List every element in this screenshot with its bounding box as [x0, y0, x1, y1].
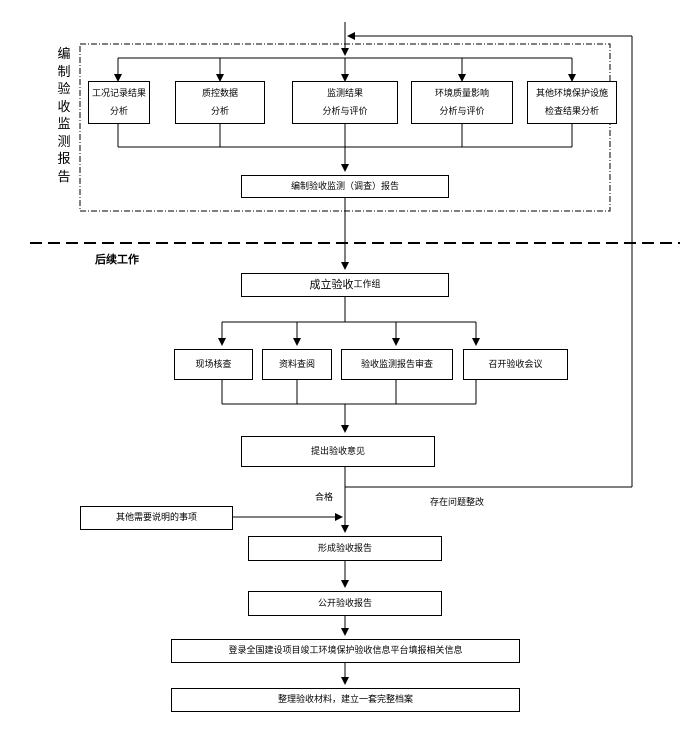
node-form-report: 形成验收报告	[248, 536, 442, 561]
node-line: 整理验收材料，建立一套完整档案	[277, 695, 413, 705]
node-site-inspection: 现场核查	[174, 349, 253, 380]
node-line: 编制验收监测（调查）报告	[290, 181, 399, 192]
node-line: 分析与评价	[322, 106, 368, 117]
side-char: 编	[57, 47, 71, 62]
follow-up-section-title: 后续工作	[95, 253, 139, 266]
node-line: 分析	[109, 106, 128, 117]
node-acceptance-opinion: 提出验收意见	[241, 436, 435, 467]
node-line: 提出验收意见	[310, 446, 365, 457]
label-problem-rectify: 存在问题整改	[430, 498, 485, 508]
side-char: 监	[57, 117, 71, 132]
side-char: 测	[57, 134, 71, 150]
node-line: 工况记录结果	[91, 88, 146, 99]
node-other-facility-analysis: 其他环境保护设施 检查结果分析	[527, 81, 617, 124]
side-char: 收	[57, 99, 71, 115]
node-qc-data-analysis: 质控数据 分析	[175, 81, 265, 124]
node-monitoring-result-analysis: 监测结果 分析与评价	[292, 81, 398, 124]
node-archive: 整理验收材料，建立一套完整档案	[171, 688, 520, 712]
node-line: 检查结果分析	[544, 106, 599, 117]
node-line: 验收监测报告审查	[360, 359, 433, 370]
node-report-review: 验收监测报告审查	[341, 349, 453, 380]
node-line: 公开验收报告	[317, 598, 372, 609]
node-line: 质控数据	[201, 88, 238, 99]
node-register-platform: 登录全国建设项目竣工环境保护验收信息平台填报相关信息	[171, 639, 520, 663]
side-char: 告	[57, 169, 71, 185]
side-char: 制	[57, 64, 71, 80]
side-char: 验	[57, 82, 71, 97]
node-line: 召开验收会议	[488, 359, 543, 370]
compile-section-side-label: 编 制 验 收 监 测 报 告	[55, 46, 73, 186]
node-line: 分析与评价	[439, 106, 485, 117]
node-line: 其他环境保护设施	[535, 88, 608, 99]
node-env-quality-analysis: 环境质量影响 分析与评价	[411, 81, 513, 124]
side-char: 报	[57, 152, 71, 167]
node-line: 现场核查	[195, 359, 232, 370]
label-qualified: 合格	[315, 493, 334, 503]
node-line: 登录全国建设项目竣工环境保护验收信息平台填报相关信息	[228, 646, 463, 656]
node-document-review: 资料查阅	[262, 349, 332, 380]
node-line: 成立验收	[309, 278, 354, 291]
node-other-matters: 其他需要说明的事项	[80, 506, 233, 530]
node-line: 形成验收报告	[317, 543, 372, 554]
node-publish-report: 公开验收报告	[248, 591, 442, 616]
node-acceptance-meeting: 召开验收会议	[463, 349, 568, 380]
node-line: 分析	[210, 106, 229, 117]
node-line: 监测结果	[326, 88, 363, 99]
node-line: 资料查阅	[278, 359, 315, 370]
node-line: 其他需要说明的事项	[115, 513, 197, 523]
node-setup-group: 成立验收 工作组	[241, 273, 449, 297]
node-line: 工作组	[353, 280, 381, 290]
node-work-record-analysis: 工况记录结果 分析	[88, 81, 150, 124]
node-compile-report: 编制验收监测（调查）报告	[241, 175, 449, 198]
node-line: 环境质量影响	[434, 88, 489, 99]
